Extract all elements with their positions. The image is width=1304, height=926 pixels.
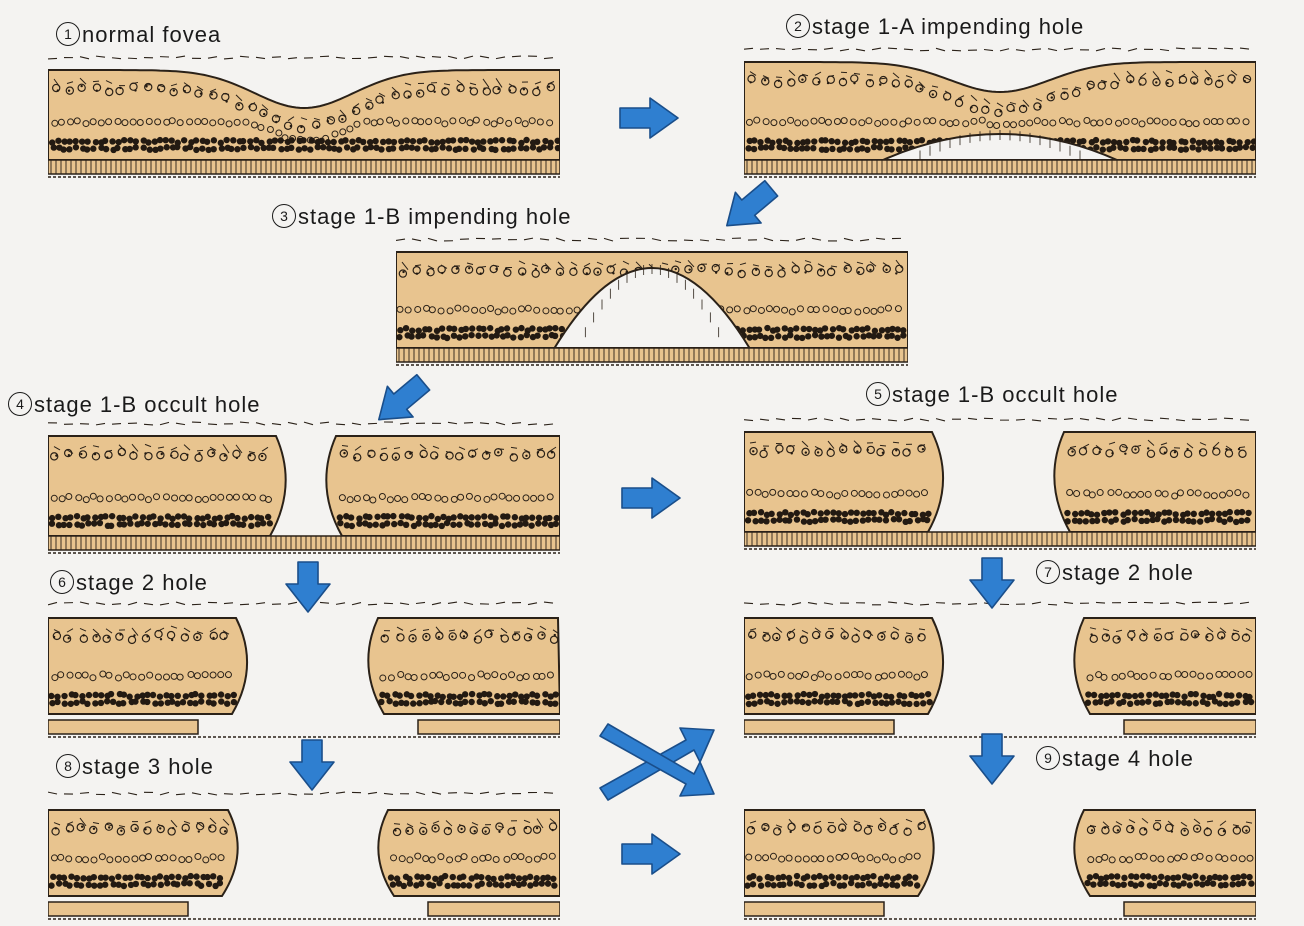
arrow-7-to-9	[968, 732, 1016, 786]
arrow-2-to-3	[716, 178, 782, 236]
panel-stage-2-impending-hole	[744, 40, 1256, 180]
panel-stage-6-hole	[48, 594, 560, 740]
arrow-3-to-4	[368, 372, 434, 430]
panel-stage-7-hole	[744, 594, 1256, 740]
arrow-5-to-7	[968, 556, 1016, 610]
arrow-6-to-8	[288, 738, 336, 792]
panel-stage-3-impending-hole	[396, 230, 908, 368]
panel-stage-4-occult-hole	[48, 414, 560, 556]
arrow-1-to-2	[618, 96, 680, 140]
arrow-8-to-9	[620, 832, 682, 876]
arrow-4-to-6	[284, 560, 332, 614]
panel-stage-5-occult-hole	[744, 410, 1256, 552]
panel-stage-8-hole	[48, 784, 560, 922]
arrow-4-to-5	[620, 476, 682, 520]
arrow-cross	[590, 718, 726, 804]
panel-stage-1-normal-fovea	[48, 48, 560, 180]
panel-stage-9-hole	[744, 784, 1256, 922]
